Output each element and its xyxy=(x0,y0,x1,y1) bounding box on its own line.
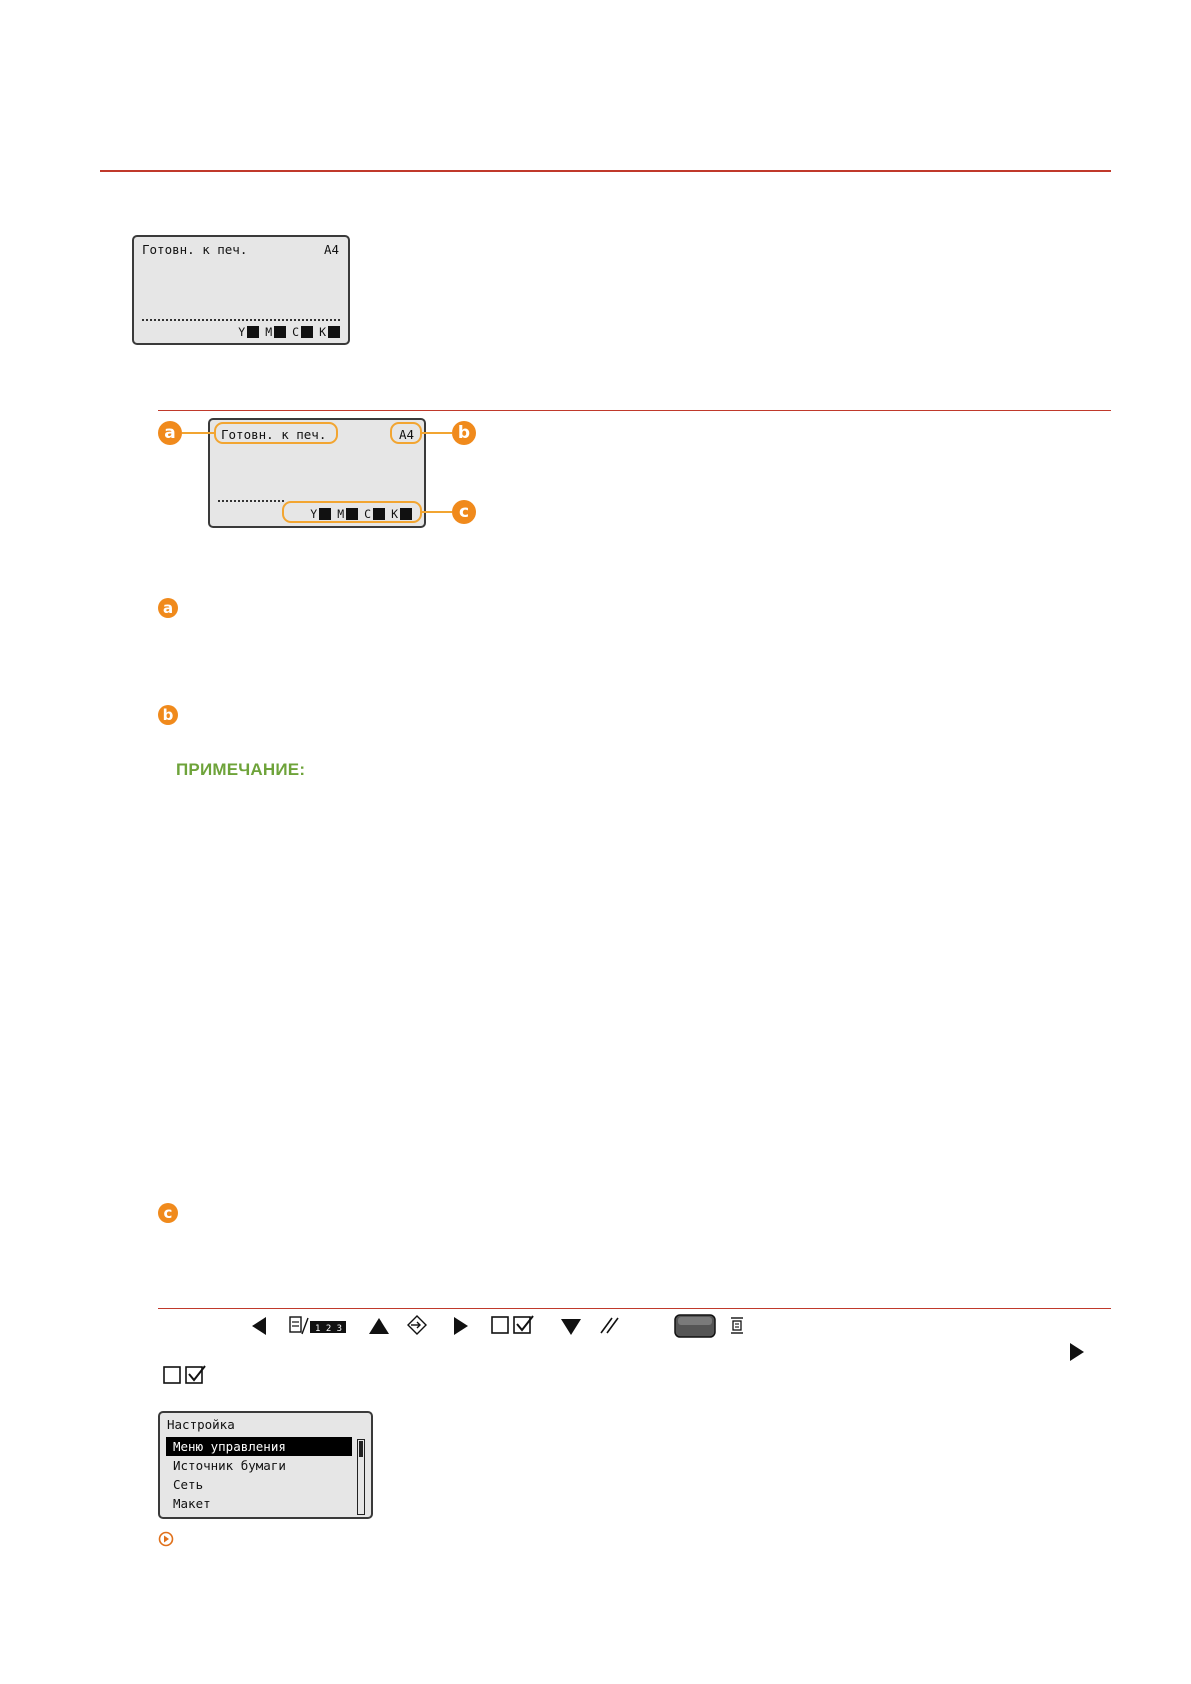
lcd-toner-levels: Y M C K xyxy=(310,507,412,521)
job-status-icon xyxy=(406,1314,428,1338)
lcd-settings-menu: Настройка Меню управления Источник бумаг… xyxy=(158,1411,373,1519)
note-heading: ПРИМЕЧАНИЕ: xyxy=(176,760,306,779)
desc-badge-b: b xyxy=(158,705,178,725)
menu-item-control-menu[interactable]: Меню управления xyxy=(166,1437,352,1456)
section-rule-2 xyxy=(158,1308,1111,1309)
callout-badge-a: a xyxy=(158,421,182,445)
lcd-dotted-separator xyxy=(142,319,340,321)
callout-leader-a xyxy=(182,432,214,434)
menu-item-network[interactable]: Сеть xyxy=(173,1477,204,1492)
lcd-dotted-separator xyxy=(218,500,284,502)
section-rule-1 xyxy=(158,410,1111,411)
menu-item-paper-source[interactable]: Источник бумаги xyxy=(173,1458,286,1473)
desc-badge-a: a xyxy=(158,598,178,618)
left-arrow-icon xyxy=(250,1316,268,1336)
callout-oval-c xyxy=(282,501,422,523)
right-arrow-icon xyxy=(1068,1342,1086,1362)
lcd-paper-size: A4 xyxy=(398,427,414,442)
reset-icon xyxy=(598,1314,622,1336)
ok-checkbox-icon xyxy=(162,1364,208,1386)
toner-k: K xyxy=(319,325,340,339)
callout-badge-b: b xyxy=(452,421,476,445)
lcd-status-text: Готовн. к печ. xyxy=(221,427,327,442)
svg-text:1 2 3: 1 2 3 xyxy=(315,1324,342,1334)
menu-scrollbar[interactable] xyxy=(357,1439,365,1515)
lcd-paper-size: A4 xyxy=(323,242,339,257)
menu-items: Меню управления Источник бумаги Сеть Мак… xyxy=(166,1437,352,1513)
desc-badge-c: c xyxy=(158,1203,178,1223)
right-arrow-icon xyxy=(452,1316,470,1336)
menu-scroll-thumb[interactable] xyxy=(359,1441,363,1457)
header-rule xyxy=(100,170,1111,172)
callout-oval-b xyxy=(390,422,422,444)
link-arrow-icon[interactable] xyxy=(158,1531,174,1547)
menu-item-layout[interactable]: Макет xyxy=(173,1496,211,1511)
down-arrow-icon xyxy=(560,1317,582,1337)
callout-oval-a xyxy=(214,422,338,444)
callout-leader-c xyxy=(422,511,452,513)
callout-leader-b xyxy=(422,432,452,434)
menu-icon xyxy=(729,1315,745,1337)
lcd-panel-ready: Готовн. к печ. A4 Y M C K xyxy=(132,235,350,345)
toner-y: Y xyxy=(238,325,260,339)
toner-c: C xyxy=(292,325,314,339)
menu-title: Настройка xyxy=(167,1417,235,1432)
lcd-toner-levels: Y M C K xyxy=(238,325,340,339)
ok-checkbox-icon xyxy=(490,1314,536,1336)
callout-badge-c: c xyxy=(452,500,476,524)
up-arrow-icon xyxy=(368,1316,390,1336)
toner-m: M xyxy=(265,325,287,339)
lcd-panel-annotated: Готовн. к печ. A4 Y M C K xyxy=(208,418,426,528)
paper-counter-icon: 1 2 3 xyxy=(288,1315,348,1337)
menu-button-icon xyxy=(674,1314,716,1338)
lcd-status-text: Готовн. к печ. xyxy=(142,242,248,257)
